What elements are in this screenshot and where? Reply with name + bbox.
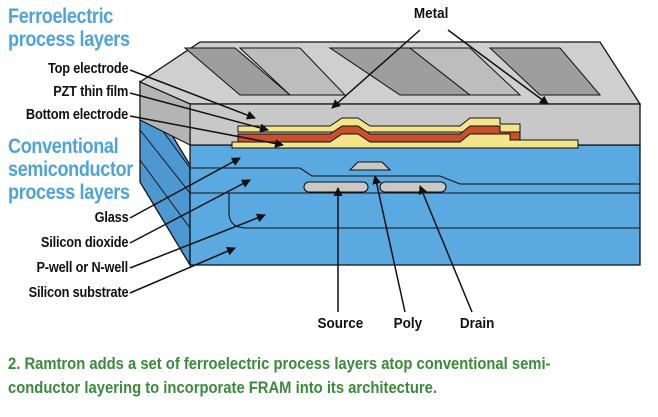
metal-leader-lines — [331, 29, 549, 109]
label-bottom-electrode: Bottom electrode — [25, 107, 128, 123]
label-silicon-substrate: Silicon substrate — [28, 285, 128, 301]
figure-caption: 2. Ramtron adds a set of ferroelectric p… — [8, 352, 600, 400]
label-poly: Poly — [393, 315, 423, 332]
label-metal: Metal — [413, 5, 449, 22]
conventional-heading-line-3: process layers — [8, 181, 130, 204]
ferroelectric-heading-line-1: Ferroelectric — [8, 5, 113, 28]
caption-line-1: 2. Ramtron adds a set of ferroelectric p… — [8, 354, 551, 373]
label-silicon-dioxide: Silicon dioxide — [40, 235, 129, 251]
conventional-heading-line-1: Conventional — [8, 135, 119, 158]
conventional-heading-line-2: semiconductor — [8, 158, 133, 181]
caption-line-2: conductor layering to incorporate FRAM i… — [8, 378, 437, 397]
gray-layers-block — [138, 41, 642, 146]
left-leader-lines — [129, 69, 284, 294]
ferroelectric-heading-line-2: process layers — [8, 28, 130, 51]
label-glass: Glass — [94, 210, 128, 226]
label-pzt-thin-film: PZT thin film — [53, 84, 128, 100]
label-drain: Drain — [459, 315, 495, 332]
label-top-electrode: Top electrode — [47, 61, 129, 77]
bottom-leader-lines — [333, 175, 473, 313]
capacitor-stack — [231, 117, 579, 149]
label-well: P-well or N-well — [36, 260, 129, 276]
label-source: Source — [317, 315, 364, 332]
